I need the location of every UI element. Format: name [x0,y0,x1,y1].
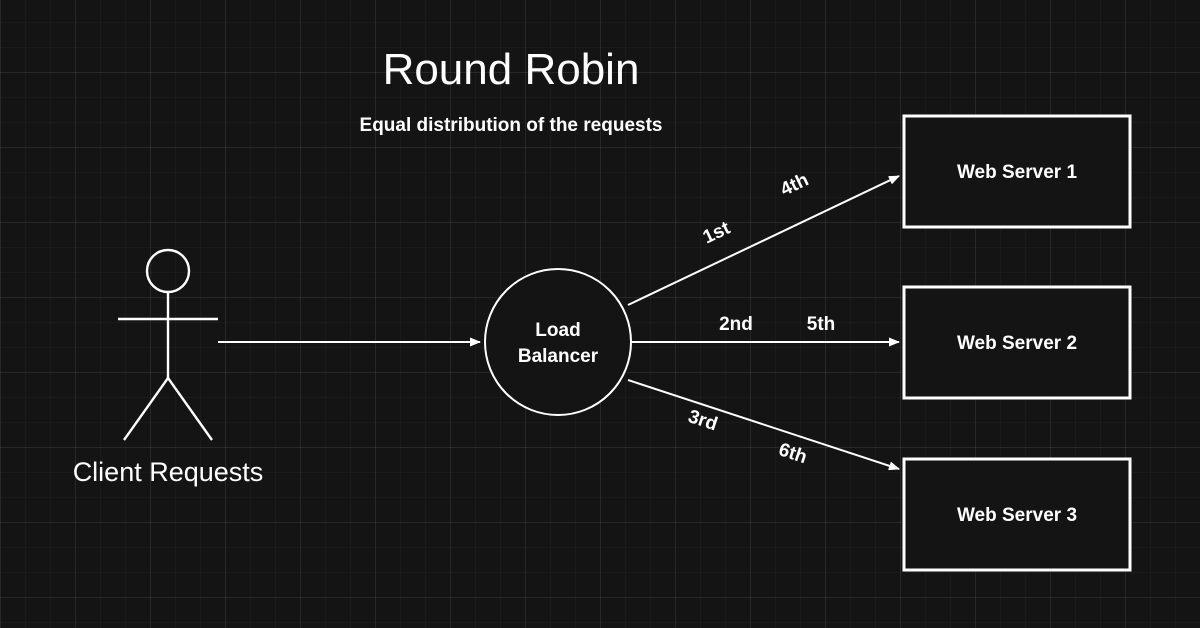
web-server-1-box [902,114,1132,229]
diagram-title: Round Robin [383,45,640,94]
web-server-2-label: Web Server 2 [957,333,1077,354]
client-label: Client Requests [73,457,264,487]
edge-label-top-first: 1st [700,217,734,248]
web-server-3-label: Web Server 3 [957,505,1077,526]
load-balancer-circle [484,268,632,416]
edge-balancer-to-server-3 [627,379,900,471]
web-server-3-box [902,457,1132,572]
stick-figure-left-leg-icon [123,377,169,441]
load-balancer-label-line1: Load [535,320,580,341]
edge-label-bottom-second: 6th [776,439,810,468]
edge-balancer-to-server-1 [627,175,900,306]
stick-figure-right-leg-icon [167,377,213,441]
web-server-3-node[interactable]: Web Server 3 [902,457,1132,572]
web-server-1-label: Web Server 1 [957,162,1077,183]
load-balancer-label-line2: Balancer [518,346,599,367]
edge-label-top-second: 4th [777,169,812,200]
diagram-subtitle: Equal distribution of the requests [360,115,663,136]
web-server-2-node[interactable]: Web Server 2 [902,285,1132,400]
stick-figure-head-icon [145,248,191,294]
load-balancer-node[interactable]: Load Balancer [484,268,632,416]
edge-label-mid-second: 5th [807,314,836,335]
edge-label-bottom-first: 3rd [685,406,720,435]
edge-label-mid-first: 2nd [719,314,753,335]
web-server-2-box [902,285,1132,400]
web-server-1-node[interactable]: Web Server 1 [902,114,1132,229]
client-actor[interactable] [118,248,218,441]
